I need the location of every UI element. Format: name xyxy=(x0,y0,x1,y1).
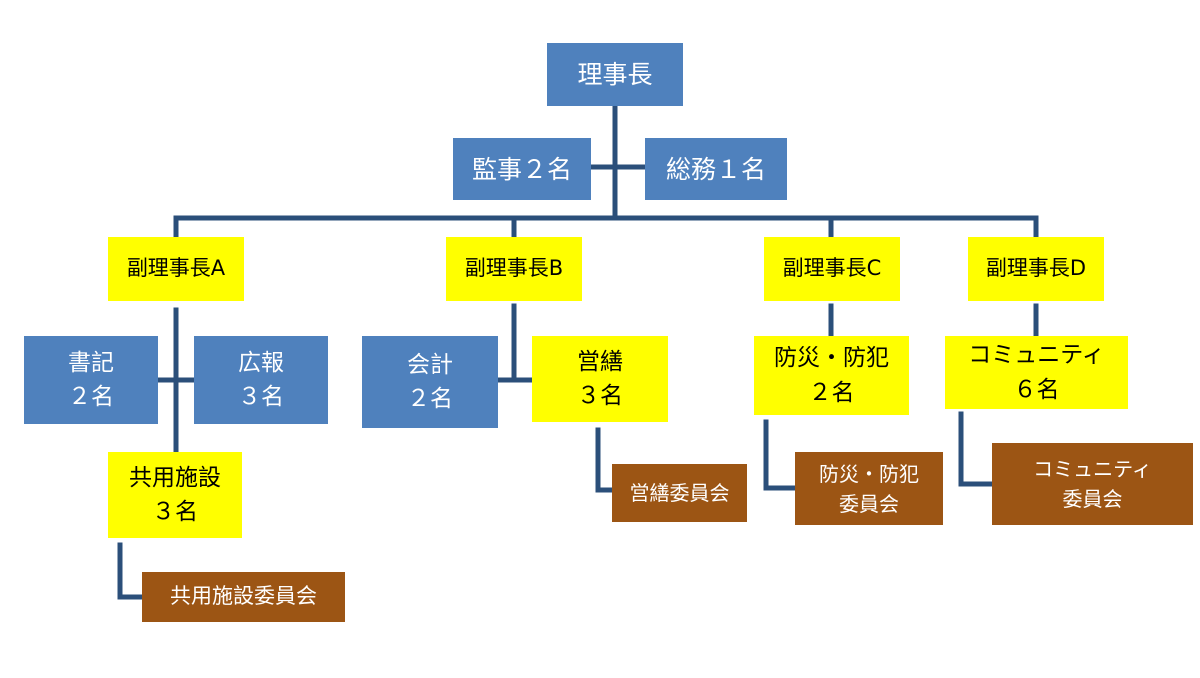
connector-community-committee xyxy=(958,411,995,487)
secretary-count: ２名 xyxy=(68,384,114,410)
vice-b-box: 副理事長B xyxy=(446,237,582,301)
secretary-box: 書記 ２名 xyxy=(24,336,158,424)
accounting-count: ２名 xyxy=(407,386,453,412)
community-committee-line2: 委員会 xyxy=(1062,487,1123,511)
maintenance-committee-box: 営繕委員会 xyxy=(612,464,747,522)
connector-disaster-committee xyxy=(763,419,798,491)
disaster-count: ２名 xyxy=(808,379,855,406)
accounting-box: 会計 ２名 xyxy=(362,336,498,428)
connector-maintenance-committee xyxy=(595,427,615,493)
auditor-box: 監事２名 xyxy=(453,138,591,200)
disaster-committee-box: 防災・防犯 委員会 xyxy=(795,452,943,525)
connector-accounting xyxy=(497,303,517,383)
secretary-role: 書記 xyxy=(68,349,114,376)
community-committee-box: コミュニティ 委員会 xyxy=(992,443,1193,525)
pr-box: 広報 ３名 xyxy=(194,336,328,424)
facilities-box: 共用施設 ３名 xyxy=(108,452,242,538)
disaster-box: 防災・防犯 ２名 xyxy=(754,336,909,415)
general-affairs-label: 総務１名 xyxy=(665,154,766,184)
facilities-committee-label: 共用施設委員会 xyxy=(170,584,317,609)
vice-a-box: 副理事長A xyxy=(108,237,244,301)
chairman-box: 理事長 xyxy=(547,43,683,106)
facilities-count: ３名 xyxy=(152,499,198,525)
accounting-role: 会計 xyxy=(407,351,453,378)
pr-count: ３名 xyxy=(238,384,284,410)
maintenance-role: 営繕 xyxy=(577,348,623,375)
disaster-role: 防災・防犯 xyxy=(774,345,889,371)
disaster-committee-line1: 防災・防犯 xyxy=(819,461,919,486)
pr-role: 広報 xyxy=(238,349,284,376)
maintenance-count: ３名 xyxy=(577,383,623,409)
connector-facilities-committee xyxy=(117,542,145,600)
vice-d-label: 副理事長D xyxy=(985,256,1087,281)
maintenance-committee-label: 営繕委員会 xyxy=(629,481,730,505)
facilities-committee-box: 共用施設委員会 xyxy=(142,572,345,622)
facilities-role: 共用施設 xyxy=(129,464,221,491)
disaster-committee-line2: 委員会 xyxy=(839,491,899,516)
community-count: ６名 xyxy=(1013,376,1060,403)
chairman-label: 理事長 xyxy=(577,60,653,89)
general-affairs-box: 総務１名 xyxy=(645,138,787,200)
vice-d-box: 副理事長D xyxy=(968,237,1104,301)
vice-c-box: 副理事長C xyxy=(764,237,900,301)
vice-b-label: 副理事長B xyxy=(464,256,564,281)
community-box: コミュニティ ６名 xyxy=(945,336,1128,409)
community-committee-line1: コミュニティ xyxy=(1033,457,1152,481)
community-role: コミュニティ xyxy=(968,342,1105,368)
maintenance-box: 営繕 ３名 xyxy=(532,336,668,422)
vice-a-label: 副理事長A xyxy=(126,256,226,281)
auditor-label: 監事２名 xyxy=(471,154,572,184)
vice-c-label: 副理事長C xyxy=(782,256,882,281)
